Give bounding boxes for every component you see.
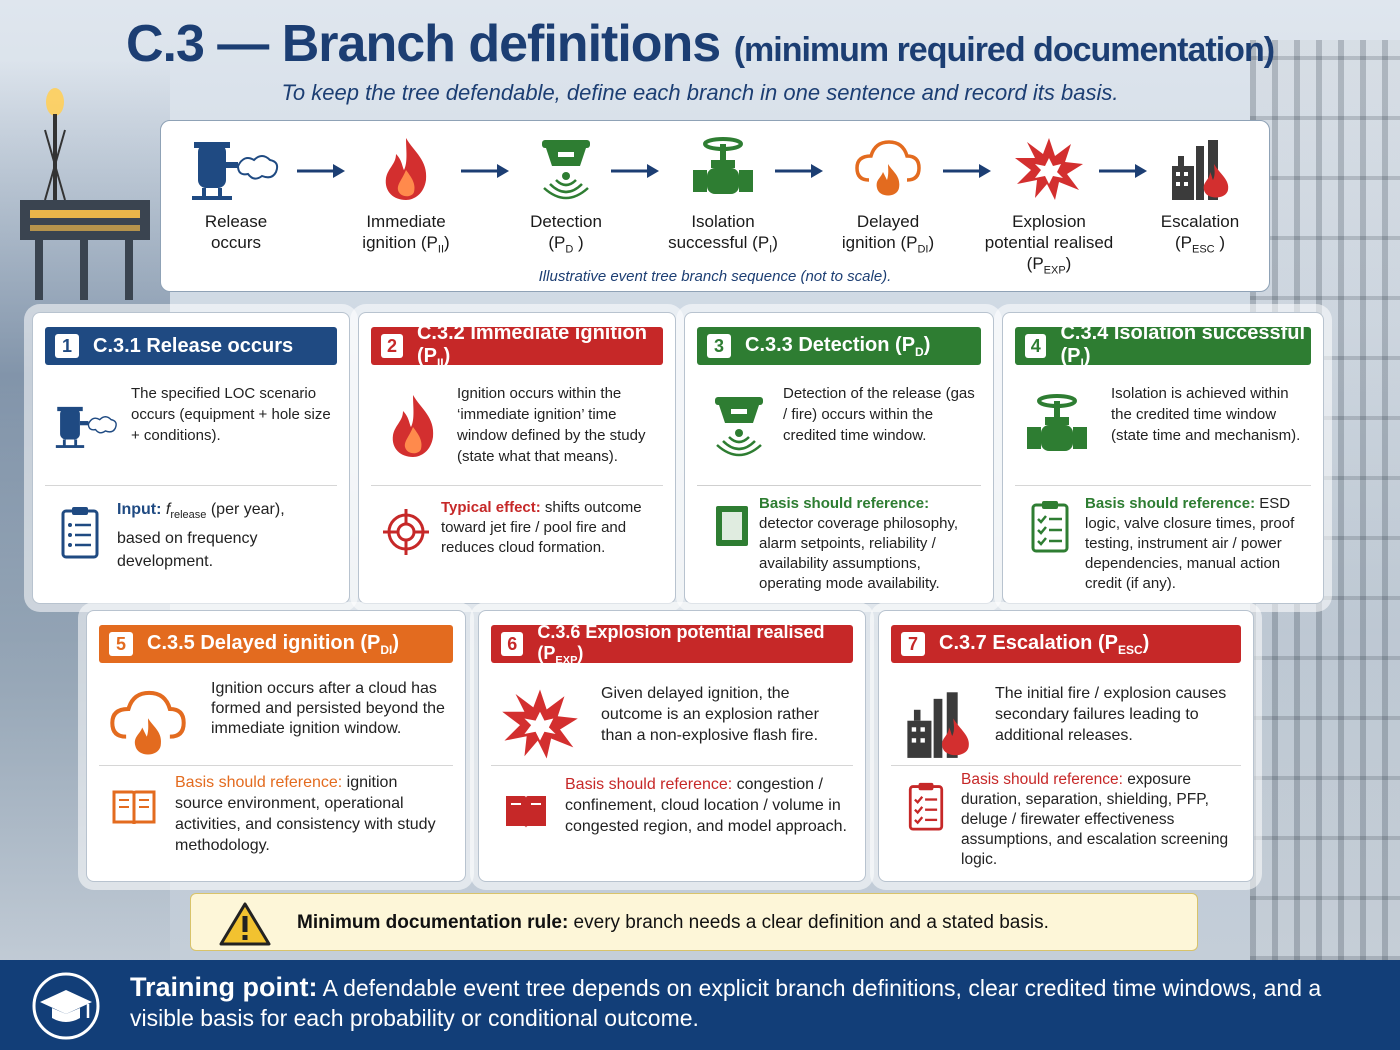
explosion-icon xyxy=(1015,138,1083,200)
valve-icon xyxy=(693,137,753,194)
card-isolation-successful: 4 C.3.4 Isolation successful (PI) Isolat… xyxy=(1002,312,1324,604)
training-point-banner: Training point: A defendable event tree … xyxy=(0,960,1400,1050)
card-header: 2 C.3.2 Immediate ignition (PII) xyxy=(371,322,663,370)
flow-step-detection: Detection (PD ) xyxy=(491,133,641,260)
card-escalation: 7 C.3.7 Escalation (PESC) The initial fi… xyxy=(878,610,1254,882)
explosion-icon xyxy=(502,689,578,759)
card-detection: 3 C.3.3 Detection (PD) Detection of the … xyxy=(684,312,994,604)
arrow-right-icon xyxy=(461,164,509,178)
flame-icon xyxy=(385,138,427,200)
flow-step-immediate-ignition: Immediate ignition (PII) xyxy=(331,133,481,260)
card-definition: The specified LOC scenario occurs (equip… xyxy=(131,385,331,444)
flow-step-label: Escalation (PESC ) xyxy=(1160,212,1240,256)
card-release-occurs: 1 C.3.1 Release occurs The specified LOC… xyxy=(32,312,350,604)
card-number: 6 xyxy=(501,632,524,656)
card-basis: Typical effect: shifts outcome toward je… xyxy=(441,499,642,556)
detector-icon xyxy=(542,140,590,200)
card-header: 1 C.3.1 Release occurs xyxy=(45,327,337,365)
card-definition: Given delayed ignition, the outcome is a… xyxy=(601,685,819,744)
flow-note: Illustrative event tree branch sequence … xyxy=(538,268,892,285)
card-header: 4 C.3.4 Isolation successful (PI) xyxy=(1015,322,1311,370)
cloud-fire-icon xyxy=(110,690,186,755)
arrow-right-icon xyxy=(297,164,345,178)
documentation-rule-box: Minimum documentation rule: every branch… xyxy=(190,893,1198,951)
flame-icon xyxy=(392,395,434,457)
branch-sequence-panel: Release occurs Immediate ignition (PII) xyxy=(160,120,1270,292)
card-title: C.3.7 Escalation (PESC) xyxy=(939,631,1150,657)
flow-step-label: Detection (PD ) xyxy=(530,212,602,256)
detector-icon xyxy=(715,397,763,457)
card-title: C.3.3 Detection (PD) xyxy=(745,333,931,359)
card-basis: Basis should reference: congestion / con… xyxy=(565,776,847,835)
flow-step-label: Immediate ignition (PII) xyxy=(362,212,450,256)
clipboard-icon xyxy=(61,507,99,559)
pressure-vessel-leak-icon xyxy=(192,142,279,200)
card-header: 3 C.3.3 Detection (PD) xyxy=(697,327,981,365)
warning-icon xyxy=(219,902,271,946)
pressure-vessel-leak-icon xyxy=(55,406,117,448)
flow-step-explosion: Explosion potential realised (PEXP) xyxy=(973,133,1125,281)
card-number: 3 xyxy=(707,334,731,358)
card-title: C.3.1 Release occurs xyxy=(93,334,294,357)
plant-fire-icon xyxy=(907,692,969,758)
card-title: C.3.4 Isolation successful (PI) xyxy=(1060,322,1305,370)
card-number: 4 xyxy=(1025,334,1047,358)
card-title: C.3.5 Delayed ignition (PDI) xyxy=(147,631,400,657)
title-main: C.3 — Branch definitions xyxy=(125,15,721,73)
arrow-right-icon xyxy=(1099,164,1147,178)
card-immediate-ignition: 2 C.3.2 Immediate ignition (PII) Ignitio… xyxy=(358,312,676,604)
page-title: C.3 — Branch definitions (minimum requir… xyxy=(0,14,1400,74)
arrow-right-icon xyxy=(943,164,991,178)
card-header: 5 C.3.5 Delayed ignition (PDI) xyxy=(99,625,453,663)
checklist-icon xyxy=(1031,501,1069,553)
card-title: C.3.6 Explosion potential realised (PEXP… xyxy=(537,621,825,667)
card-definition: Isolation is achieved within the credite… xyxy=(1111,385,1301,444)
card-definition: Ignition occurs within the ‘immediate ig… xyxy=(457,385,646,465)
page-subtitle: To keep the tree defendable, define each… xyxy=(281,80,1119,105)
card-number: 2 xyxy=(381,334,403,358)
card-basis: Basis should reference: detector coverag… xyxy=(759,495,959,592)
card-definition: Detection of the release (gas / fire) oc… xyxy=(783,385,975,444)
card-number: 5 xyxy=(109,632,133,656)
card-explosion-potential: 6 C.3.6 Explosion potential realised (PE… xyxy=(478,610,866,882)
title-sub: (minimum required documentation) xyxy=(733,31,1275,69)
card-delayed-ignition: 5 C.3.5 Delayed ignition (PDI) Ignition … xyxy=(86,610,466,882)
book-icon xyxy=(716,506,748,546)
documentation-rule-text: Minimum documentation rule: every branch… xyxy=(297,912,1049,933)
plant-fire-icon xyxy=(1172,140,1229,200)
card-title: C.3.2 Immediate ignition (PII) xyxy=(416,322,647,370)
arrow-right-icon xyxy=(611,164,659,178)
card-header: 7 C.3.7 Escalation (PESC) xyxy=(891,625,1241,663)
card-header: 6 C.3.6 Explosion potential realised (PE… xyxy=(491,622,853,666)
arrow-right-icon xyxy=(775,164,823,178)
flow-step-delayed-ignition: Delayed ignition (PDI) xyxy=(813,133,963,260)
training-point-text: Training point: A defendable event tree … xyxy=(130,972,1322,1031)
card-basis: Basis should reference: ESD logic, valve… xyxy=(1085,495,1295,592)
flow-step-label: Isolation successful (PI) xyxy=(668,212,778,256)
card-basis: Input: frelease (per year), based on fre… xyxy=(117,501,285,571)
target-icon xyxy=(383,509,429,555)
flow-step-isolation: Isolation successful (PI) xyxy=(648,133,798,260)
card-definition: Ignition occurs after a cloud has formed… xyxy=(211,680,445,737)
card-basis: Basis should reference: exposure duratio… xyxy=(961,771,1229,868)
flow-step-release: Release occurs xyxy=(161,133,311,253)
open-book-icon xyxy=(112,790,156,825)
book-icon xyxy=(506,796,546,828)
card-number: 7 xyxy=(901,632,925,656)
graduation-cap-icon xyxy=(32,972,100,1040)
checklist-icon xyxy=(908,782,944,831)
card-basis: Basis should reference: ignition source … xyxy=(175,774,436,854)
flow-step-label: Explosion potential realised (PEXP) xyxy=(984,212,1114,277)
card-number: 1 xyxy=(55,334,79,358)
valve-icon xyxy=(1027,394,1087,451)
flow-step-label: Release occurs xyxy=(204,212,268,252)
offshore-rig-icon xyxy=(20,88,150,300)
flow-step-escalation: Escalation (PESC ) xyxy=(1125,133,1275,260)
flow-step-label: Delayed ignition (PDI) xyxy=(841,212,935,256)
cloud-fire-icon xyxy=(855,140,921,196)
card-definition: The initial fire / explosion causes seco… xyxy=(995,685,1227,744)
